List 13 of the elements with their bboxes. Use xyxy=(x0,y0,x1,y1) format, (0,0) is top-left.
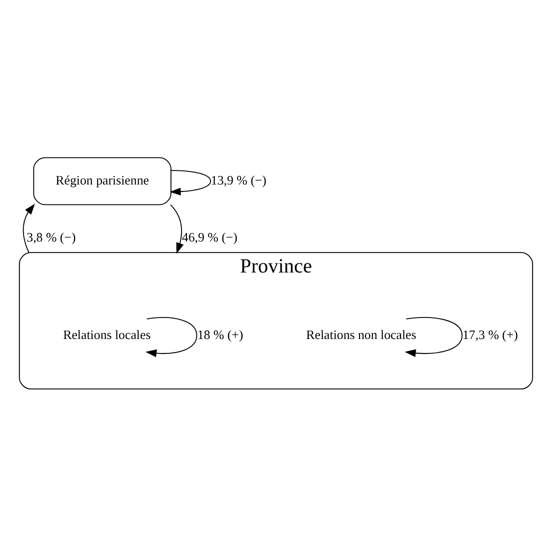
edge-label: 3,8 % (−) xyxy=(26,230,76,245)
arrow xyxy=(170,204,184,254)
arrow xyxy=(404,317,463,358)
arrow xyxy=(170,170,212,196)
arrow xyxy=(22,204,35,254)
edge-label: 17,3 % (+) xyxy=(462,328,518,342)
edge-label: 13,9 % (−) xyxy=(210,174,266,188)
arrow xyxy=(146,317,198,358)
edge-label: 18 % (+) xyxy=(197,328,244,342)
edge-label: 46,9 % (−) xyxy=(182,230,238,245)
node-box: Région parisienne xyxy=(33,157,172,206)
node-text: Relations locales xyxy=(63,328,151,342)
node-text: Relations non locales xyxy=(306,328,416,342)
